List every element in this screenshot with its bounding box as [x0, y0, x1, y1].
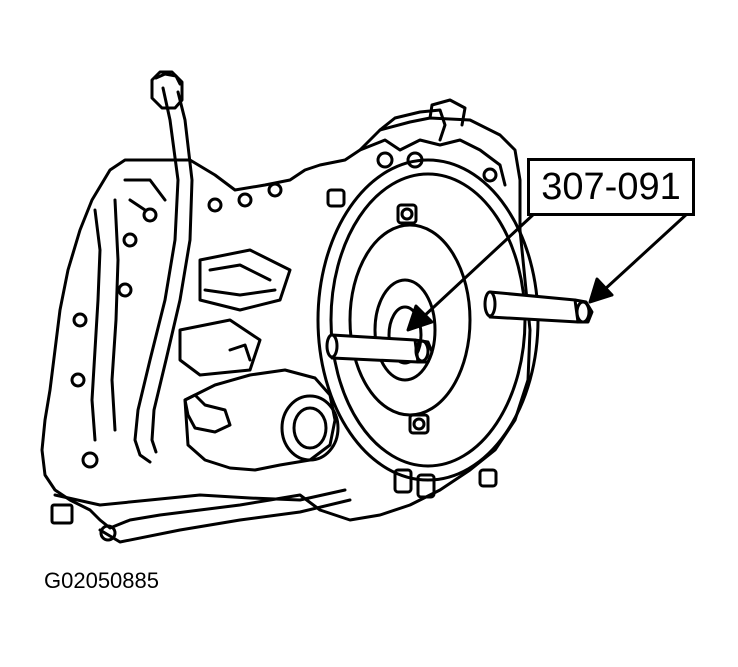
case-front-details: [70, 178, 292, 469]
guide-pin-right: [483, 290, 594, 324]
bottom-pan: [53, 488, 347, 507]
converter-hub-outer: [373, 278, 437, 382]
transmission-case-outline: [40, 116, 532, 530]
arrowhead-right: [588, 277, 614, 304]
bell-housing-bolts: [326, 188, 498, 499]
dipstick-cap-top: [154, 72, 182, 86]
pump-housing: [183, 368, 337, 472]
valve-fitting: [183, 393, 232, 434]
pump-seal-outer: [280, 394, 340, 462]
bottom-bolt: [99, 524, 117, 542]
tool-number-label: 307-091: [541, 166, 681, 208]
figure-id-label: G02050885: [44, 568, 159, 593]
flange-bolt-3: [482, 167, 498, 183]
bottom-tab: [50, 503, 74, 525]
callout-leader-lines: [406, 211, 690, 332]
flange-bolt-2: [406, 151, 424, 169]
dipstick-tube: [133, 86, 180, 464]
guide-pin-left: [325, 333, 434, 364]
arrowhead-left: [406, 304, 434, 332]
pump-seal-inner: [292, 406, 328, 450]
converter-hub-inner: [387, 305, 423, 365]
dipstick-cap: [150, 70, 184, 110]
dipstick-tube-inner: [150, 90, 194, 454]
tool-callout-box: 307-091: [527, 158, 695, 216]
bottom-rail: [98, 498, 352, 544]
flange-bolt-1: [376, 151, 394, 169]
upper-flange-bracket: [358, 98, 507, 187]
